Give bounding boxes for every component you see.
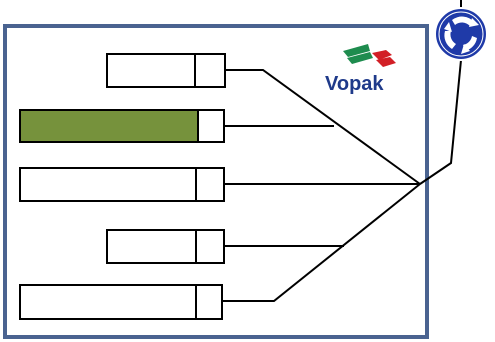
row-box-main	[19, 284, 223, 320]
connector-line	[419, 59, 462, 185]
connector-lines	[222, 59, 462, 302]
row-box-main	[19, 109, 199, 143]
vopak-logo: Vopak	[325, 44, 396, 95]
roundabout-sign-icon	[434, 0, 488, 61]
row-box	[106, 229, 225, 264]
logo-green-mark	[343, 44, 370, 57]
row-box-main	[19, 167, 225, 202]
row-box	[19, 167, 225, 202]
row-box-tab	[195, 284, 223, 320]
row-box-tab	[194, 53, 226, 88]
logo-green-mark	[347, 52, 373, 64]
row-box-tab	[195, 167, 225, 202]
row-box-tab	[197, 109, 225, 143]
row-box	[19, 284, 223, 320]
row-box-tab	[195, 229, 225, 264]
connector-line	[225, 69, 421, 185]
logo-text: Vopak	[325, 73, 384, 95]
row-box-highlighted	[19, 109, 225, 143]
row-box	[106, 53, 226, 88]
logo-red-mark	[376, 57, 396, 67]
connector-line	[222, 183, 421, 302]
logo-red-mark	[372, 50, 392, 60]
